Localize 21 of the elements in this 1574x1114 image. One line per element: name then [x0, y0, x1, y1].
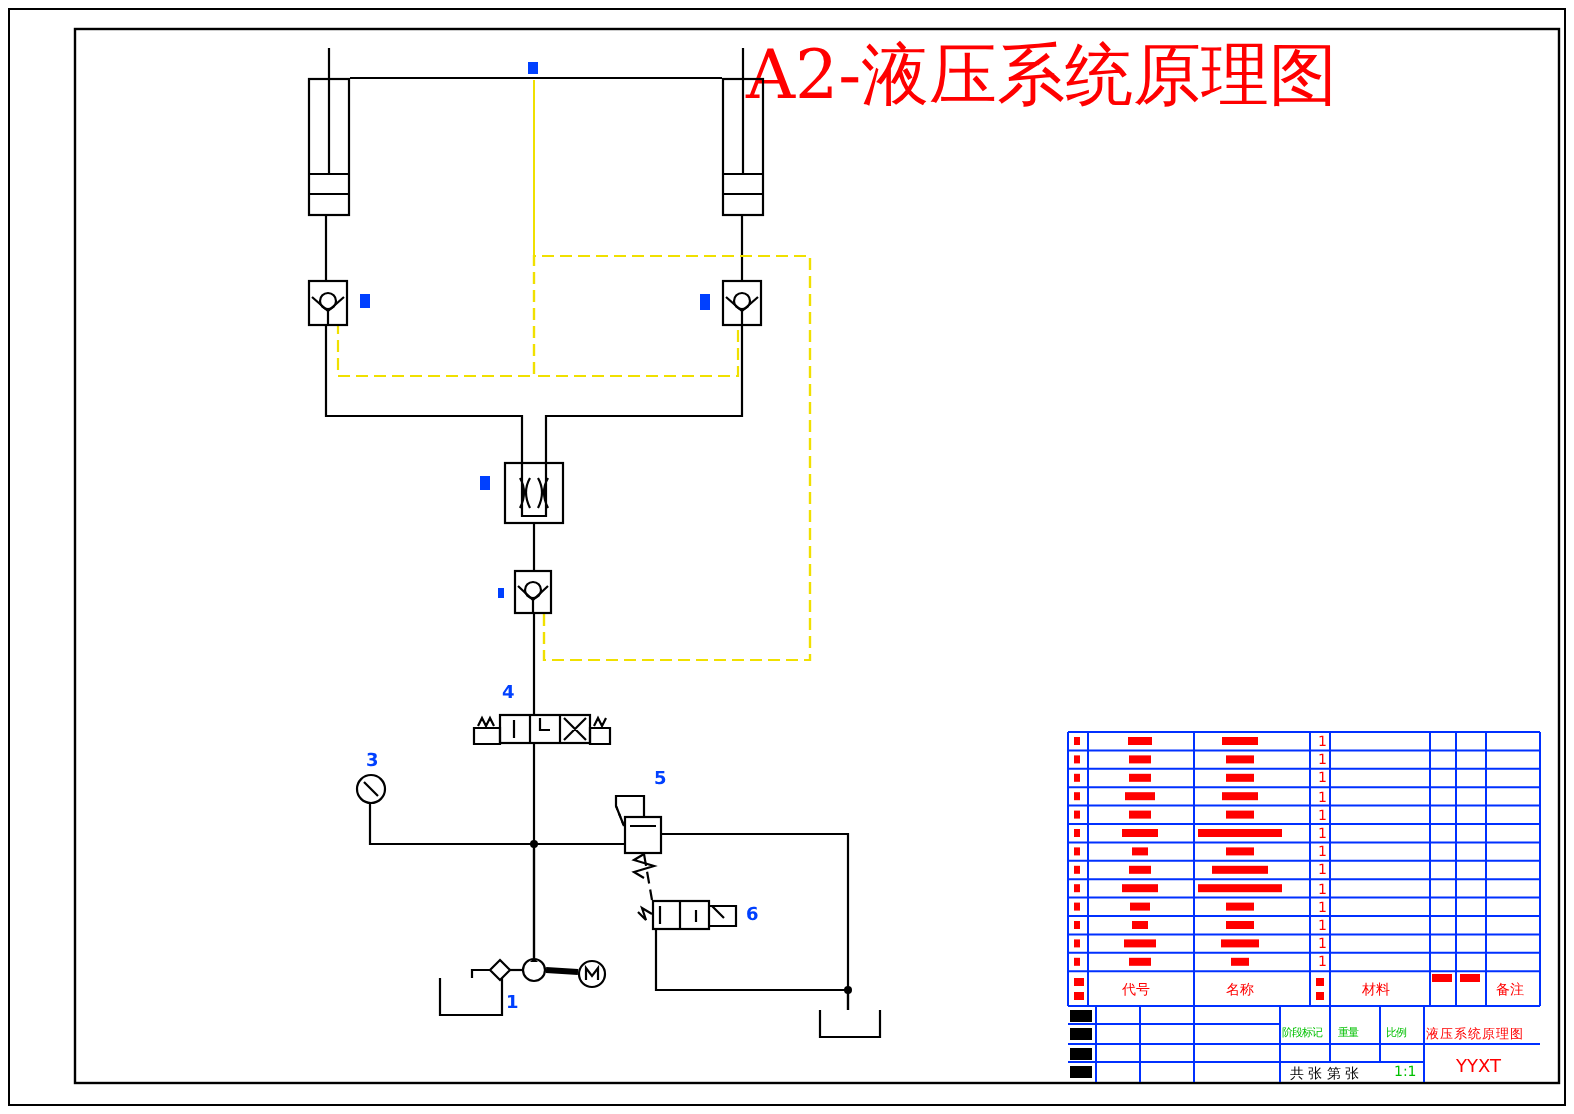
pipe-line: [510, 968, 522, 972]
pipe-line: [545, 967, 579, 975]
item-number: 6: [746, 906, 759, 926]
item-number: 5: [654, 770, 667, 790]
pipe-line: [532, 614, 536, 714]
item-number: 4: [502, 684, 515, 704]
pipe-line: [324, 326, 524, 462]
item-number: 1: [506, 994, 519, 1014]
drawing-title: A2-液压系统原理图: [746, 36, 1338, 116]
pipe-line: [350, 76, 722, 80]
pipe-line: [654, 930, 850, 1010]
pipe-line: [532, 842, 624, 958]
pipe-line: [324, 216, 328, 280]
pipe-line: [740, 216, 744, 280]
drawing-code: YYXT: [1456, 1060, 1501, 1076]
pilot-line: [532, 254, 812, 662]
pilot-line: [642, 853, 654, 901]
pipe-line: [544, 326, 744, 462]
pipe-line: [532, 524, 536, 570]
pipe-line: [470, 968, 490, 978]
item-number: 3: [366, 752, 379, 772]
